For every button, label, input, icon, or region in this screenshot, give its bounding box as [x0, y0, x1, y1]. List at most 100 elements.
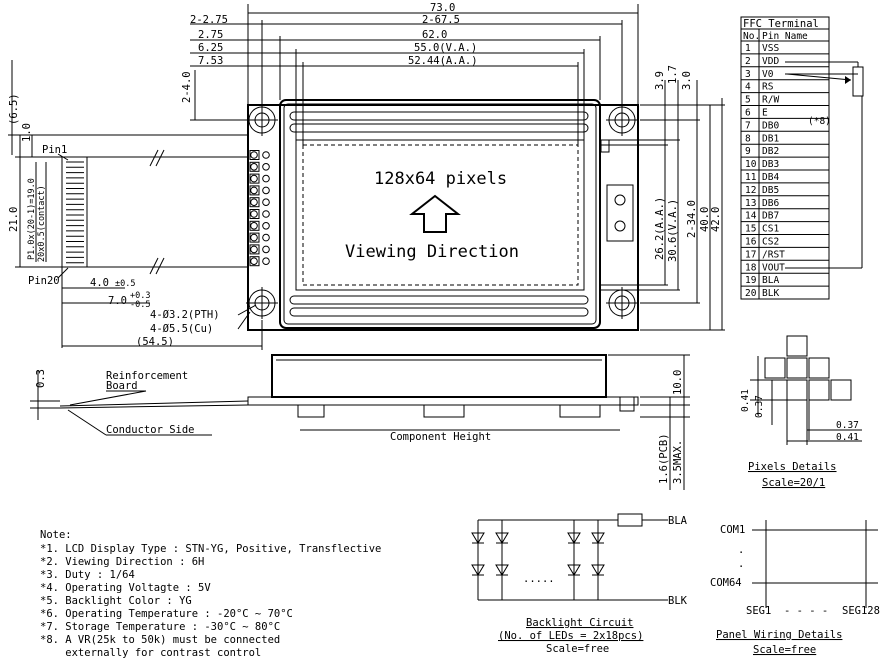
pad-square [249, 256, 260, 267]
pin-name: V0 [762, 69, 774, 80]
dim-2.75: 2.75 [198, 29, 223, 41]
ffc-connector: 1.0 21.0 P1.0x(20-1)=19.0 20x0.5(contact… [8, 123, 263, 350]
dim-2-67.5: 2-67.5 [422, 14, 460, 26]
dim-73: 73.0 [430, 2, 455, 14]
dim-0.41a: 0.41 [740, 389, 751, 412]
resolution-label: 128x64 pixels [374, 169, 507, 189]
dim-0.41b: 0.41 [836, 432, 859, 443]
pad-hole [250, 222, 258, 230]
dim-30.6: 30.6(V.A.) [667, 199, 679, 262]
pad-hole [250, 174, 258, 183]
dim-0.37b: 0.37 [836, 420, 859, 431]
pad-hole [262, 174, 270, 183]
com-dot-2: . [738, 558, 744, 570]
pin-name: VSS [762, 43, 779, 54]
pad-square [249, 197, 260, 208]
pin-name: DB5 [762, 185, 779, 196]
pin-no: 3 [745, 69, 751, 80]
led-icon [471, 532, 485, 544]
pin-no: 20 [745, 288, 757, 299]
dim-2-4: 2-4.0 [181, 71, 193, 103]
pin-no: 1 [745, 43, 751, 54]
pin-name: BLK [762, 288, 779, 299]
note-8b: externally for contrast control [40, 647, 261, 659]
pin-no: 14 [745, 211, 757, 222]
ffc-traces [66, 161, 84, 264]
dim-52.44: 52.44(A.A.) [408, 55, 478, 67]
pad-hole [262, 257, 270, 266]
pin-no: 2 [745, 56, 751, 67]
note-6: *6. Operating Temperature : -20°C ~ 70°C [40, 608, 293, 620]
note-8: *8. A VR(25k to 50k) must be connected [40, 634, 280, 646]
mount-hole-tl [246, 104, 278, 136]
pin-no: 19 [745, 275, 757, 286]
pad-hole [262, 245, 270, 254]
pin-name: E [762, 108, 768, 119]
mount-hole-bl [246, 287, 278, 319]
pin-name: CS1 [762, 224, 779, 235]
pin-no: 7 [745, 120, 751, 131]
pixel-details-scale: Scale=20/1 [762, 477, 825, 489]
dim-7.0-tol-dn: -0.5 [130, 300, 150, 310]
dim-7.0: 7.0 [108, 295, 127, 307]
dim-62: 62.0 [422, 29, 447, 41]
pad-square [249, 150, 260, 160]
pin-no: 15 [745, 224, 756, 235]
pad-square [249, 220, 260, 231]
notes-title: Note: [40, 529, 72, 541]
holes-cu: 4-Ø5.5(Cu) [150, 323, 213, 335]
dim-7.0-tol-up: +0.3 [130, 291, 150, 301]
top-dimensions: 73.0 2-2.75 2-67.5 2.75 62.0 6.25 55.0(V… [8, 2, 639, 155]
led-dots: ..... [523, 573, 555, 585]
pad-hole [250, 151, 258, 159]
pad-hole [250, 210, 258, 218]
pad-square [249, 209, 260, 219]
pad-hole [262, 233, 270, 242]
pad-square [249, 244, 260, 255]
panel-wiring-title: Panel Wiring Details [716, 629, 842, 641]
pixel-details: 0.41 0.37 0.37 0.41 Pixels Details Scale… [740, 335, 862, 489]
backlight-leds: (No. of LEDs = 2x18pcs) [498, 630, 643, 642]
dim-2-34: 2-34.0 [686, 200, 698, 238]
pad-hole [262, 210, 270, 218]
pad-hole [250, 198, 258, 206]
com-dot-1: . [738, 544, 744, 556]
dim-1.7: 1.7 [667, 65, 679, 84]
pin-name: DB0 [762, 120, 779, 131]
pin-name: VOUT [762, 262, 785, 273]
dim-54.5: (54.5) [136, 336, 174, 348]
led-icon [471, 564, 485, 576]
pixel-details-title: Pixels Details [748, 461, 837, 473]
holes-pth: 4-Ø3.2(PTH) [150, 309, 220, 321]
bla-label: BLA [668, 515, 688, 527]
backlight-scale: Scale=free [546, 643, 609, 655]
pin-name: DB6 [762, 198, 779, 209]
pin-no: 5 [745, 95, 751, 106]
dim-42: 42.0 [710, 207, 722, 232]
note-1: *1. LCD Display Type : STN-YG, Positive,… [40, 543, 381, 555]
pin-name: BLA [762, 275, 779, 286]
com64-label: COM64 [710, 577, 742, 589]
seg128-label: SEG128 [842, 605, 880, 617]
dim-contact: 20x0.5(contact) [37, 185, 47, 262]
pin-name: DB3 [762, 159, 779, 170]
ffc-col-no: No. [743, 31, 760, 42]
pin-name: DB7 [762, 211, 779, 222]
dim-0.3: 0.3 [35, 369, 47, 388]
dim-26.2: 26.2(A.A.) [654, 197, 666, 260]
com1-label: COM1 [720, 524, 745, 536]
dim-40: 40.0 [699, 207, 711, 232]
pin-name: CS2 [762, 237, 779, 248]
dim-1.6: 1.6(PCB) [658, 433, 670, 484]
dim-3.9: 3.9 [654, 71, 666, 90]
side-view: Reinforcement Board Conductor Side 0.3 C… [30, 354, 690, 490]
component-height-label: Component Height [390, 431, 491, 443]
pin-no: 18 [745, 262, 757, 273]
pin-no: 4 [745, 82, 751, 93]
vr-note: (*8) [808, 116, 831, 127]
ffc-title: FFC Terminal [743, 18, 819, 30]
dim-1.0: 1.0 [21, 123, 33, 142]
pad-hole [250, 245, 258, 254]
backlight-title: Backlight Circuit [526, 617, 633, 629]
